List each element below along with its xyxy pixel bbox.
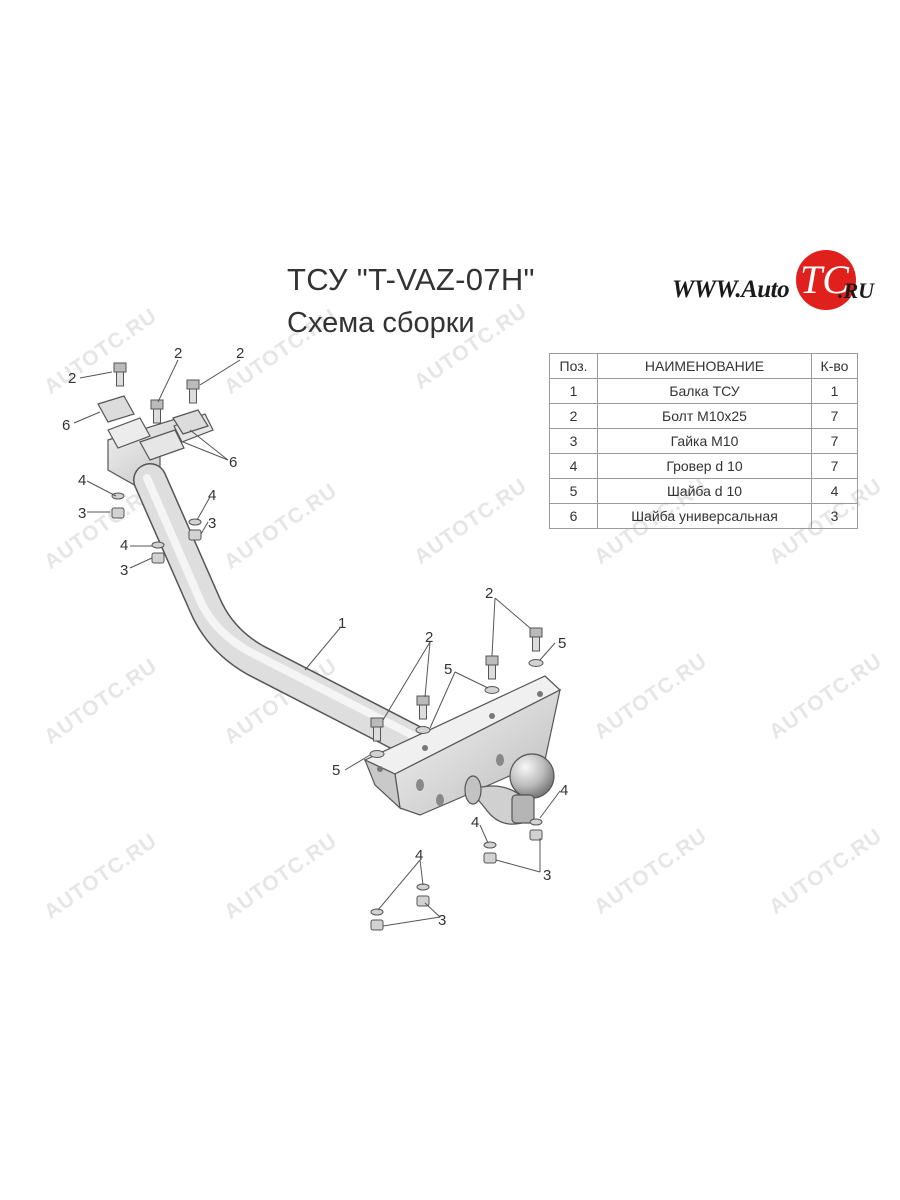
header-position: Поз. xyxy=(549,353,598,379)
callout-2: 2 xyxy=(174,345,182,362)
table-row: 6 Шайба универсальная 3 xyxy=(549,503,858,529)
right-mounting-plate xyxy=(363,675,562,816)
parts-table-header: Поз. НАИМЕНОВАНИЕ К-во xyxy=(549,353,858,379)
row-name: Шайба универсальная xyxy=(597,503,812,529)
callout-2: 2 xyxy=(236,345,244,362)
callout-4: 4 xyxy=(415,847,423,864)
diagram-title: ТСУ "T-VAZ-07H" xyxy=(287,262,535,297)
callout-3: 3 xyxy=(543,867,551,884)
diagram-subtitle: Схема сборки xyxy=(287,307,475,339)
callout-4: 4 xyxy=(560,782,568,799)
callout-4: 4 xyxy=(120,537,128,554)
row-name: Болт М10х25 xyxy=(597,403,812,429)
leader-lines xyxy=(73,359,561,927)
logo-www-text: WWW.Auto xyxy=(672,276,790,303)
callout-6: 6 xyxy=(62,417,70,434)
autotc-logo: WWW.Auto TC .RU xyxy=(672,250,882,320)
callout-6: 6 xyxy=(229,454,237,471)
callout-3: 3 xyxy=(120,562,128,579)
callout-4: 4 xyxy=(78,472,86,489)
callout-2: 2 xyxy=(68,370,76,387)
table-row: 1 Балка ТСУ 1 xyxy=(549,378,858,404)
tow-beam-tube xyxy=(133,463,437,762)
logo-circle xyxy=(796,250,856,310)
callout-5: 5 xyxy=(558,635,566,652)
header-quantity: К-во xyxy=(811,353,858,379)
row-position: 3 xyxy=(549,428,598,454)
row-quantity: 3 xyxy=(811,503,858,529)
washers-nuts-group xyxy=(111,492,544,931)
callout-2: 2 xyxy=(485,585,493,602)
callout-3: 3 xyxy=(208,515,216,532)
bolt-group xyxy=(113,362,543,742)
callout-labels: 2 2 2 6 6 4 3 4 3 4 3 1 2 2 5 5 5 4 4 3 … xyxy=(62,345,568,929)
row-position: 6 xyxy=(549,503,598,529)
logo-tc-text: TC xyxy=(800,257,849,302)
tow-ball xyxy=(464,753,555,825)
row-quantity: 7 xyxy=(811,403,858,429)
row-name: Балка ТСУ xyxy=(597,378,812,404)
table-row: 2 Болт М10х25 7 xyxy=(549,403,858,429)
callout-5: 5 xyxy=(444,661,452,678)
callout-4: 4 xyxy=(208,487,216,504)
callout-1: 1 xyxy=(338,615,346,632)
callout-4: 4 xyxy=(471,814,479,831)
callout-5: 5 xyxy=(332,762,340,779)
callout-3: 3 xyxy=(438,912,446,929)
left-bracket xyxy=(97,395,214,491)
callout-2: 2 xyxy=(425,629,433,646)
row-quantity: 7 xyxy=(811,428,858,454)
callout-3: 3 xyxy=(78,505,86,522)
logo-ru-text: .RU xyxy=(838,278,875,303)
parts-table: Поз. НАИМЕНОВАНИЕ К-во 1 Балка ТСУ 1 2 Б… xyxy=(549,353,858,529)
header-name: НАИМЕНОВАНИЕ xyxy=(597,353,812,379)
row-position: 1 xyxy=(549,378,598,404)
